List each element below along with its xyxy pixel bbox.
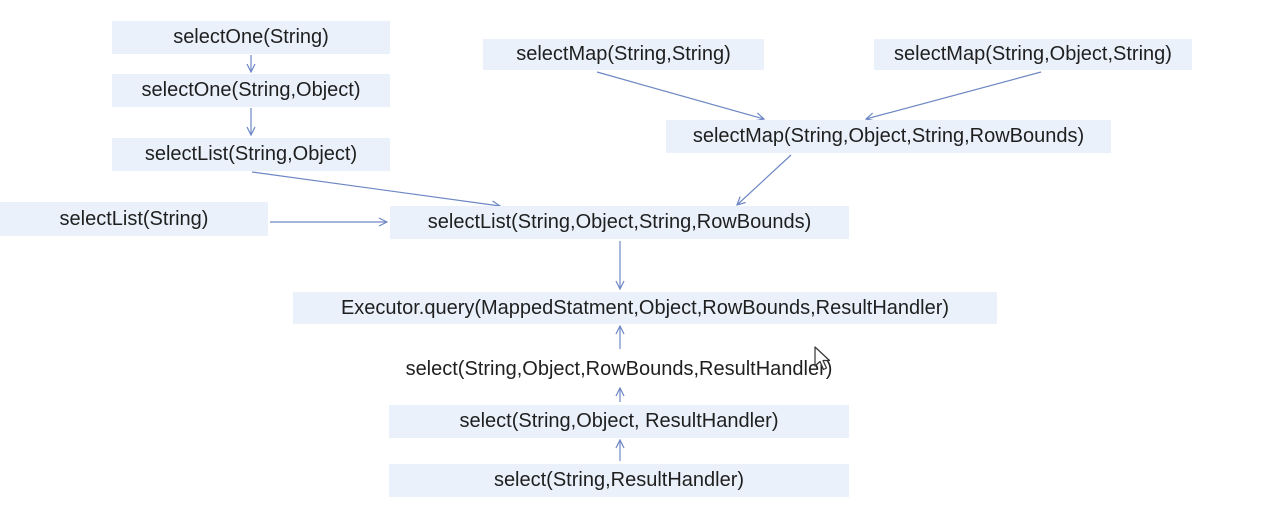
mouse-pointer-icon [814, 346, 831, 371]
node-select-string-handler: select(String,ResultHandler) [389, 464, 849, 497]
node-selectone-string: selectOne(String) [112, 21, 390, 54]
node-selectmap-full: selectMap(String,Object,String,RowBounds… [666, 120, 1111, 153]
edge-selectmap-string-to-selectmap-full [596, 71, 764, 119]
node-selectmap-string-string: selectMap(String,String) [483, 39, 764, 70]
node-selectlist-string: selectList(String) [0, 202, 268, 236]
node-selectlist-full: selectList(String,Object,String,RowBound… [390, 206, 849, 239]
edge-selectlist-object-to-selectlist-full [251, 171, 500, 206]
node-selectlist-string-object: selectList(String,Object) [112, 138, 390, 171]
node-selectone-string-object: selectOne(String,Object) [112, 74, 390, 107]
node-selectmap-string-object-string: selectMap(String,Object,String) [874, 39, 1192, 70]
edge-selectmap-object-to-selectmap-full [866, 71, 1042, 119]
node-executor-query: Executor.query(MappedStatment,Object,Row… [293, 292, 997, 324]
node-select-string-object-handler: select(String,Object, ResultHandler) [389, 405, 849, 438]
edge-selectmap-full-to-selectlist-full [737, 154, 792, 205]
node-select-full: select(String,Object,RowBounds,ResultHan… [389, 353, 849, 385]
